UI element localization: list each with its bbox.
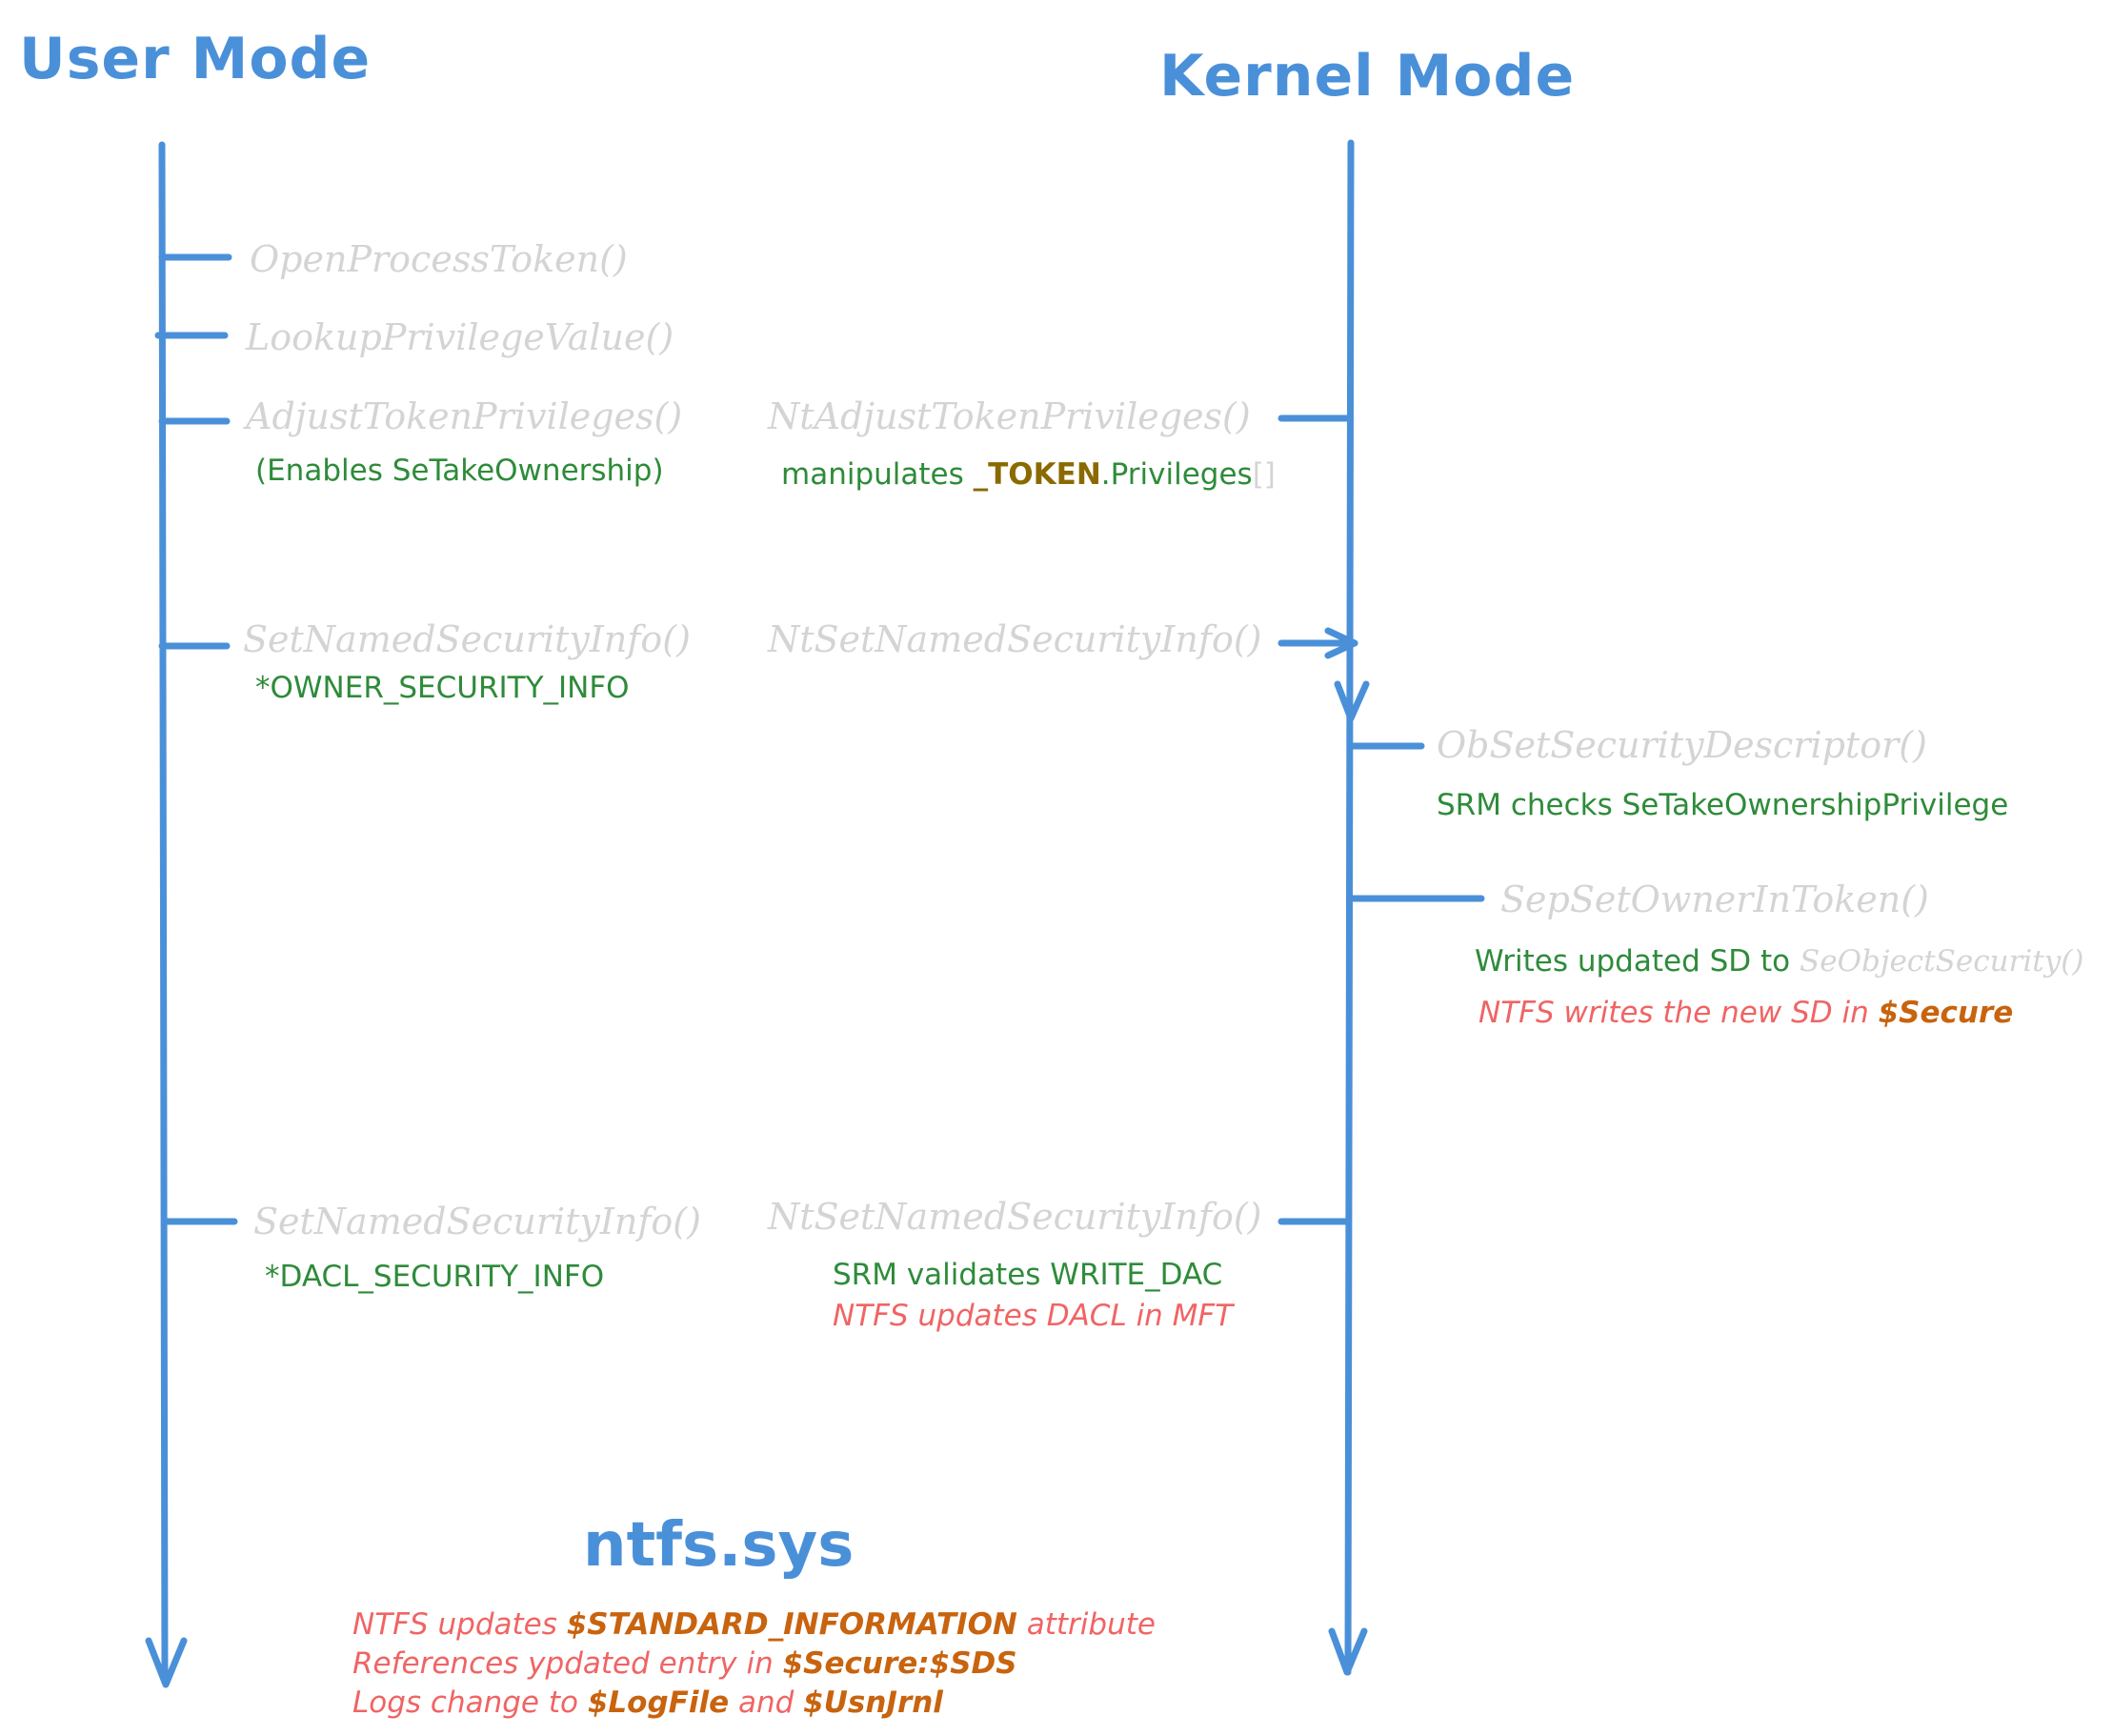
ob-set-security-descriptor-label: ObSetSecurityDescriptor() (1437, 724, 1927, 766)
dacl-security-info-note: *DACL_SECURITY_INFO (265, 1260, 605, 1294)
adjust-token-privileges-label: AdjustTokenPrivileges() (246, 395, 683, 437)
srm-checks-note: SRM checks SeTakeOwnershipPrivilege (1437, 788, 2009, 822)
user-mode-arrowhead (145, 1637, 188, 1688)
nt-set-named-security-info-1-label: NtSetNamedSecurityInfo() (768, 618, 1262, 660)
writes-updated-sd-note: Writes updated SD to SeObjectSecurity() (1475, 947, 2083, 977)
se-object-security-label: SeObjectSecurity() (1800, 944, 2084, 979)
secure-file-name: $Secure (1878, 996, 2014, 1030)
kernel-mode-timeline (1344, 139, 1355, 1676)
lookup-privilege-value-label: LookupPrivilegeValue() (246, 316, 674, 358)
nt-adjust-token-privileges-label: NtAdjustTokenPrivileges() (768, 395, 1251, 437)
ntfs-line3-prefix: Logs change to (352, 1686, 588, 1720)
usnjrnl-name: $UsnJrnl (803, 1686, 943, 1720)
ntfs-logs-change-line: Logs change to $LogFile and $UsnJrnl (352, 1688, 943, 1718)
ntfs-line3-and: and (729, 1686, 804, 1720)
ntfs-sys-title: ntfs.sys (583, 1510, 855, 1581)
privileges-suffix: .Privileges (1100, 457, 1253, 492)
ntfs-writes-prefix: NTFS writes the new SD in (1478, 996, 1879, 1030)
srm-validates-note: SRM validates WRITE_DAC (833, 1258, 1223, 1292)
ntfs-line1-prefix: NTFS updates (352, 1607, 567, 1642)
ntfs-line2-prefix: References ypdated entry in (352, 1646, 783, 1681)
kernel-mode-arrowhead (1328, 1627, 1368, 1676)
manipulates-token-note: manipulates _TOKEN.Privileges[] (781, 460, 1276, 490)
open-process-token-label: OpenProcessToken() (250, 238, 628, 280)
privileges-brackets: [] (1252, 457, 1276, 492)
sep-set-owner-in-token-label: SepSetOwnerInToken() (1500, 878, 1929, 920)
ntfs-references-entry-line: References ypdated entry in $Secure:$SDS (352, 1649, 1017, 1679)
standard-information-attribute: $STANDARD_INFORMATION (566, 1607, 1017, 1642)
adjust-token-privileges-note: (Enables SeTakeOwnership) (255, 454, 664, 488)
set-named-security-info-2-label: SetNamedSecurityInfo() (253, 1201, 701, 1242)
kernel-mode-heading: Kernel Mode (1159, 43, 1576, 110)
owner-security-info-note: *OWNER_SECURITY_INFO (255, 671, 630, 705)
logfile-name: $LogFile (587, 1686, 730, 1720)
arrowhead-kernel-down (1334, 680, 1370, 722)
ntfs-updates-dacl-note: NTFS updates DACL in MFT (833, 1299, 1234, 1333)
token-struct-name: _TOKEN (973, 457, 1101, 492)
nt-set-named-security-info-2-label: NtSetNamedSecurityInfo() (768, 1196, 1262, 1238)
arrowhead-nt-set-named-security-info-1 (1324, 627, 1358, 659)
secure-sds-stream: $Secure:$SDS (782, 1646, 1017, 1681)
writes-updated-prefix: Writes updated SD to (1475, 944, 1800, 979)
ntfs-writes-sd-note: NTFS writes the new SD in $Secure (1478, 999, 2013, 1028)
set-named-security-info-1-label: SetNamedSecurityInfo() (243, 618, 691, 660)
user-mode-heading: User Mode (19, 26, 372, 92)
ntfs-updates-attribute-line: NTFS updates $STANDARD_INFORMATION attri… (352, 1610, 1156, 1640)
manipulates-prefix: manipulates (781, 457, 974, 492)
ntfs-line1-suffix: attribute (1016, 1607, 1156, 1642)
user-mode-timeline (158, 141, 169, 1686)
